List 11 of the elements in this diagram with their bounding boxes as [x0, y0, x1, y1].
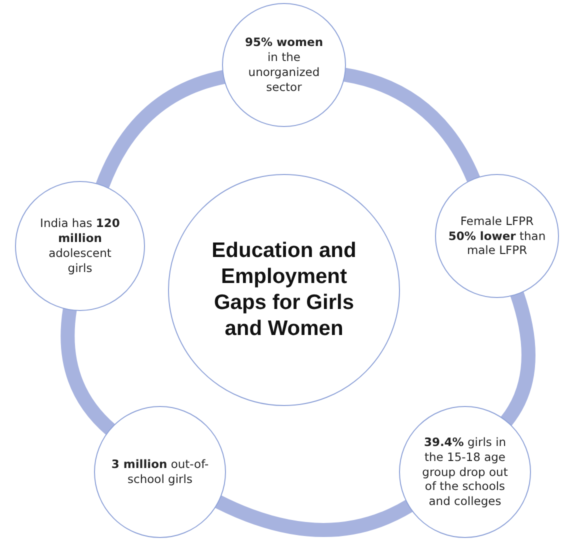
- fact-text: 3 million out-of-school girls: [110, 457, 210, 487]
- fact-text: Female LFPR 50% lower than male LFPR: [447, 214, 547, 258]
- fact-text: 39.4% girls in the 15-18 age group drop out of the schools and colleges: [421, 434, 509, 510]
- ring-connector: [96, 70, 226, 189]
- ring-connector: [500, 292, 536, 426]
- fact-text: India has 120 million adolescent girls: [39, 216, 121, 276]
- fact-text: 95% women in the unorganized sector: [244, 35, 324, 95]
- ring-connector: [60, 308, 116, 435]
- ring-connector: [214, 495, 413, 537]
- ring-connector: [342, 68, 480, 183]
- diagram-heading: Education and Employment Gaps for Girls and Women: [210, 238, 358, 342]
